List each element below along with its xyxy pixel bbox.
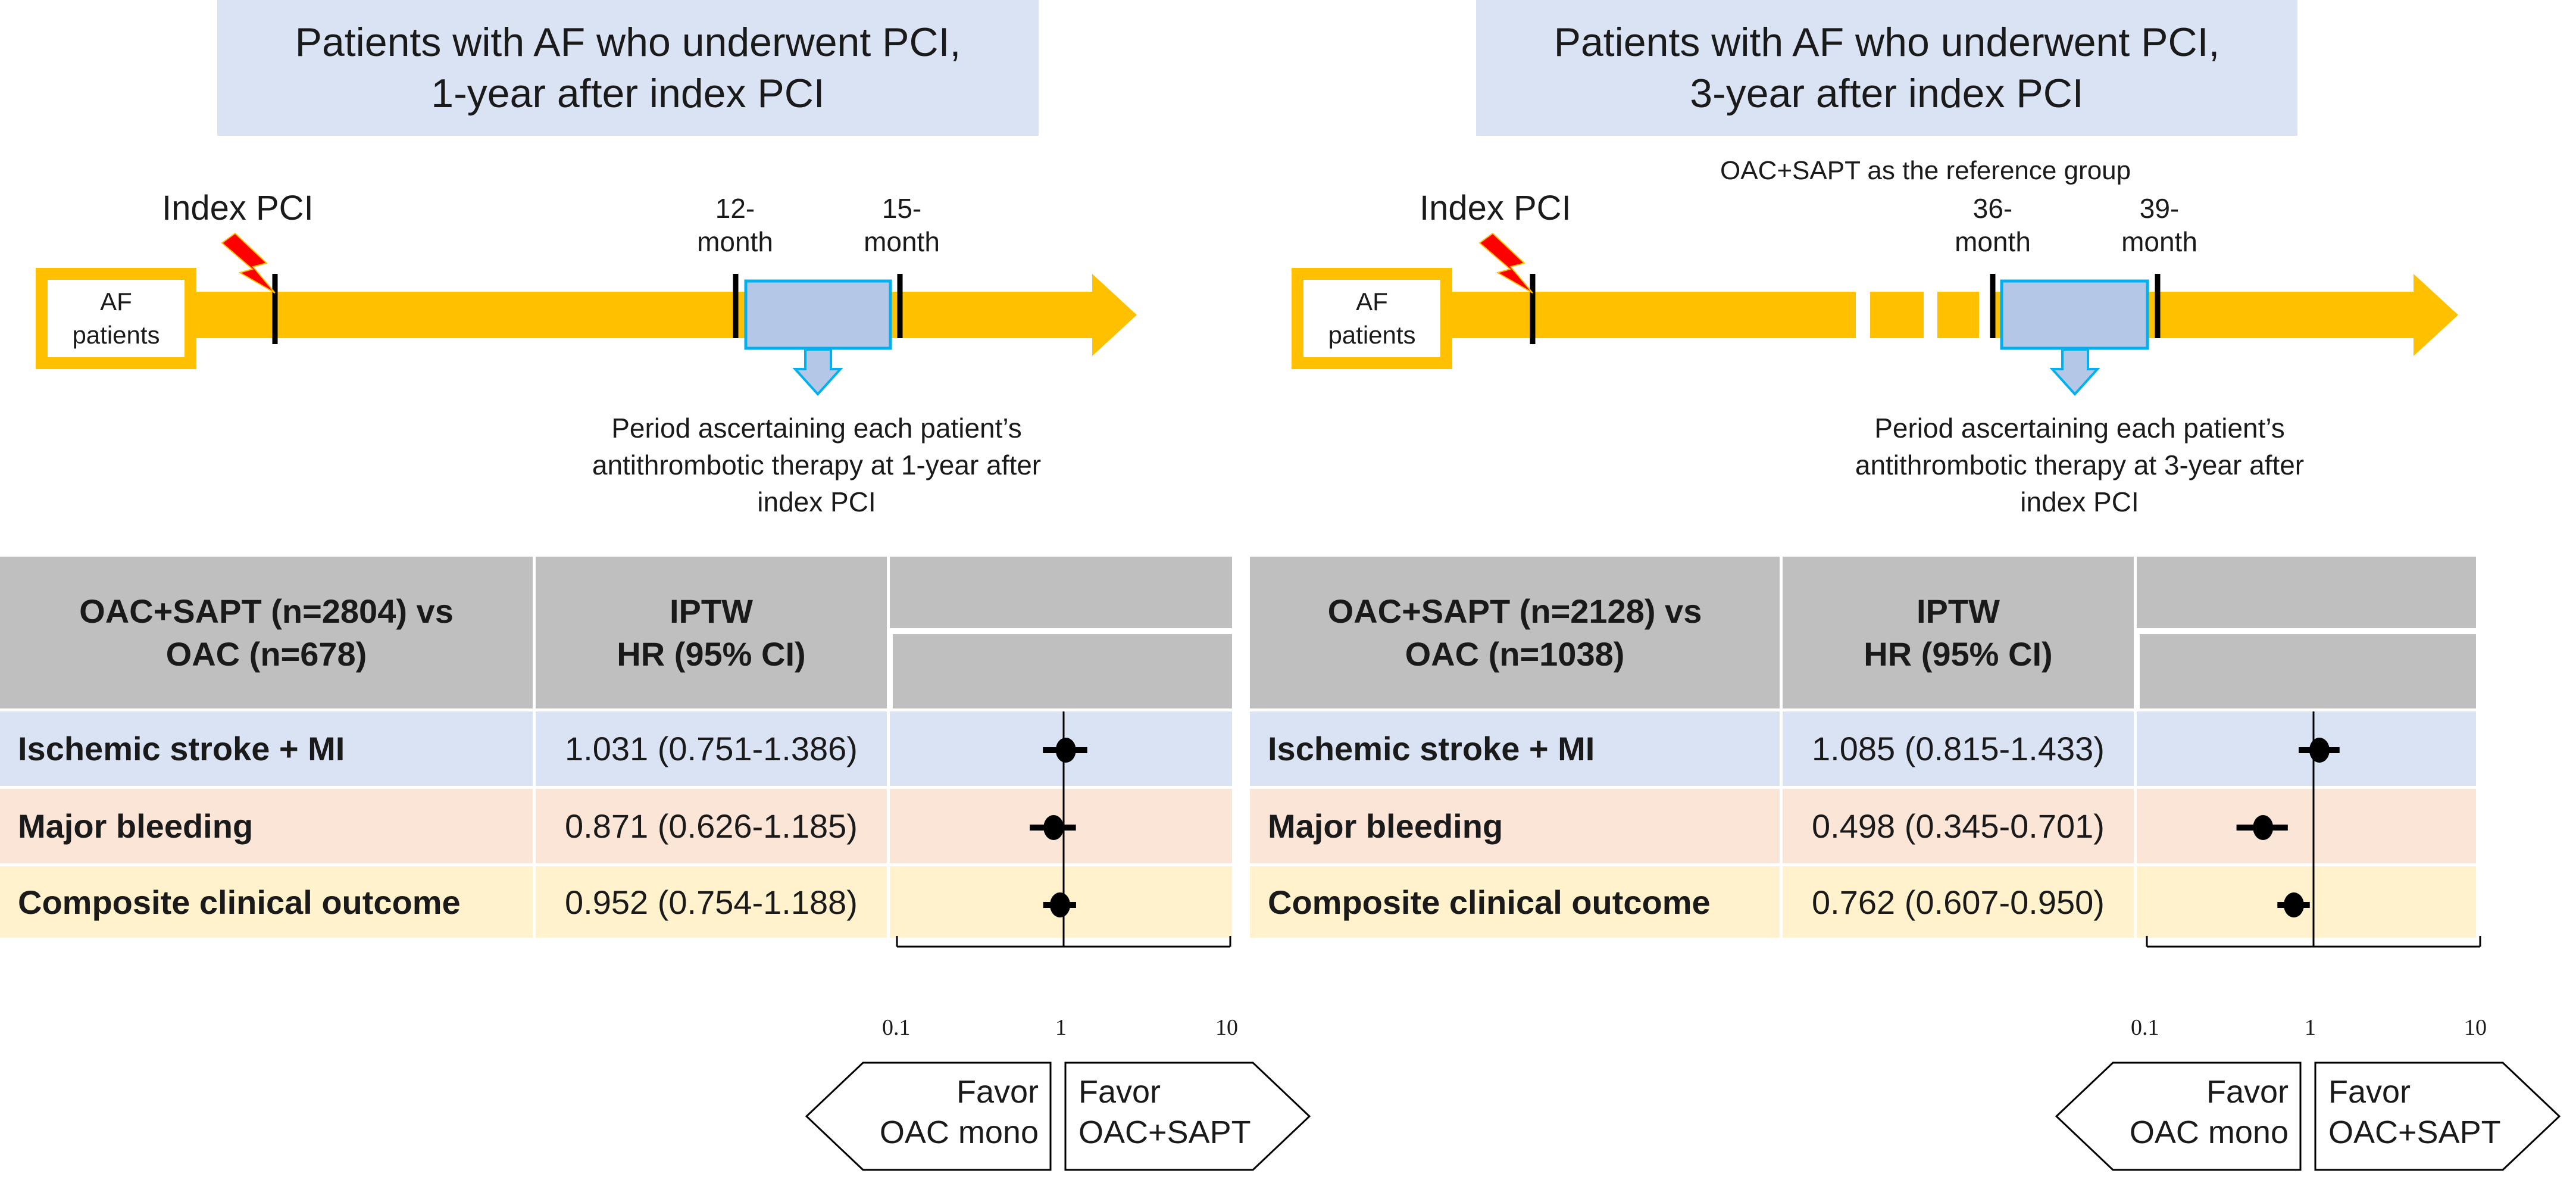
panel-2-favor-right-arrow [2314, 1062, 2561, 1171]
panel-2-tick-1: 1 [2305, 1015, 2316, 1040]
panel-1-comparison-header: OAC+SAPT (n=2804) vs OAC (n=678) [0, 557, 533, 708]
panel-1-plot-header-top [890, 557, 1232, 628]
panel-2-month-end-label: 39- month [2121, 193, 2197, 257]
panel-1-forest-plot [896, 711, 1231, 948]
panel-1-row-3-name: Composite clinical outcome [0, 866, 533, 938]
panel-1-tick-1: 1 [1055, 1015, 1067, 1040]
panel-2-row-2-hr: 0.498 (0.345-0.701) [1783, 789, 2134, 863]
panel-1-point-3 [1050, 892, 1071, 917]
panel-1-lightning-icon [221, 232, 276, 294]
panel-2-reference-label: OAC+SAPT as the reference group [1720, 156, 2131, 185]
panel-2-point-1 [2309, 738, 2330, 763]
panel-1-row-1-name: Ischemic stroke + MI [0, 711, 533, 786]
panel-1-index-pci-label: Index PCI [162, 189, 314, 227]
panel-1-favor-left-arrow [805, 1062, 1052, 1171]
panel-2-title-line2: 3-year after index PCI [1690, 71, 2084, 116]
panel-1-period-down-arrow [792, 348, 843, 396]
panel-2-forest-plot [2146, 711, 2481, 948]
panel-1-af-box-label: AF patients [72, 288, 160, 349]
panel-2-period-box [2000, 279, 2149, 350]
panel-2-lightning-icon [1478, 232, 1533, 294]
panel-1-favor-right-arrow [1064, 1062, 1311, 1171]
panel-1-timeline-arrowhead [1092, 274, 1137, 356]
panel-2-hr-header: IPTW HR (95% CI) [1783, 557, 2134, 708]
panel-1-timeline-bar [179, 292, 1095, 338]
panel-2-row-2-plot-bg [2137, 789, 2476, 863]
panel-1-month-end-label: 15- month [864, 193, 940, 257]
panel-1-tick-10: 10 [1215, 1015, 1238, 1040]
panel-2-month-start-label: 36- month [1955, 193, 2031, 257]
panel-2-tick-0-1: 0.1 [2131, 1015, 2159, 1040]
panel-2-hr-header-text: IPTW HR (95% CI) [1864, 592, 2053, 673]
panel-2-index-pci-label: Index PCI [1420, 189, 1571, 227]
panel-2-favor-right-text: Favor OAC+SAPT [2328, 1074, 2501, 1150]
panel-1-title-line2: 1-year after index PCI [431, 71, 825, 116]
panel-2-comparison-header: OAC+SAPT (n=2128) vs OAC (n=1038) [1250, 557, 1780, 708]
panel-2-point-2 [2253, 815, 2274, 840]
panel-2-row-2-name: Major bleeding [1250, 789, 1780, 863]
panel-1-timeline [179, 232, 1137, 396]
panel-2-row-1-hr: 1.085 (0.815-1.433) [1783, 711, 2134, 786]
panel-1-title-line1: Patients with AF who underwent PCI, [295, 20, 961, 65]
panel-2-tick-10: 10 [2464, 1015, 2487, 1040]
panel-1-favor-right-text: Favor OAC+SAPT [1078, 1074, 1251, 1150]
panel-2-timeline [1428, 232, 2458, 396]
panel-2-row-3-hr: 0.762 (0.607-0.950) [1783, 866, 2134, 938]
panel-2-timeline-bar-a [1428, 292, 1856, 338]
panel-2-title-line1: Patients with AF who underwent PCI, [1553, 20, 2220, 65]
panel-2-row-1-name: Ischemic stroke + MI [1250, 711, 1780, 786]
panel-1-hr-header-text: IPTW HR (95% CI) [617, 592, 806, 673]
panel-1-title: Patients with AF who underwent PCI, 1-ye… [217, 0, 1039, 136]
panel-2-period-down-arrow [2049, 348, 2100, 396]
panel-1-row-3-hr: 0.952 (0.754-1.188) [536, 866, 887, 938]
panel-1-af-box: AF patients [36, 268, 196, 369]
panel-1-comparison-header-text: OAC+SAPT (n=2804) vs OAC (n=678) [79, 592, 454, 673]
panel-1-hr-header: IPTW HR (95% CI) [536, 557, 887, 708]
panel-2-timeline-dash-2 [1937, 292, 1979, 338]
panel-2-af-box: AF patients [1292, 268, 1452, 369]
panel-2-period-text: Period ascertaining each patient’s antit… [1855, 413, 2305, 517]
panel-1-favor-left-text: Favor OAC mono [879, 1074, 1039, 1150]
panel-1-point-2 [1043, 815, 1064, 840]
panel-2-plot-header-bottom [2140, 634, 2476, 708]
panel-1-plot-header-bottom [893, 634, 1232, 708]
panel-2-title: Patients with AF who underwent PCI, 3-ye… [1476, 0, 2297, 136]
panel-2-row-3-name: Composite clinical outcome [1250, 866, 1780, 938]
panel-2-favor-left-arrow [2055, 1062, 2302, 1171]
panel-1-row-2-hr: 0.871 (0.626-1.185) [536, 789, 887, 863]
panel-2-timeline-dash-1 [1870, 292, 1924, 338]
panel-1-row-1-hr: 1.031 (0.751-1.386) [536, 711, 887, 786]
panel-1-period-text: Period ascertaining each patient’s antit… [592, 413, 1042, 517]
panel-2-point-3 [2283, 892, 2304, 917]
panel-2-favor-left-text: Favor OAC mono [2129, 1074, 2289, 1150]
favor-arrows [805, 1062, 2561, 1171]
panel-1-tick-0-1: 0.1 [882, 1015, 911, 1040]
panel-2-timeline-arrowhead [2414, 274, 2458, 356]
panel-1-period-box [744, 279, 892, 350]
panel-2-plot-header-top [2137, 557, 2476, 628]
panel-1-point-1 [1055, 738, 1076, 763]
panel-1-row-2-name: Major bleeding [0, 789, 533, 863]
panel-2-comparison-header-text: OAC+SAPT (n=2128) vs OAC (n=1038) [1327, 592, 1702, 673]
panel-2-af-box-label: AF patients [1328, 288, 1416, 349]
panel-1-month-start-label: 12- month [697, 193, 773, 257]
